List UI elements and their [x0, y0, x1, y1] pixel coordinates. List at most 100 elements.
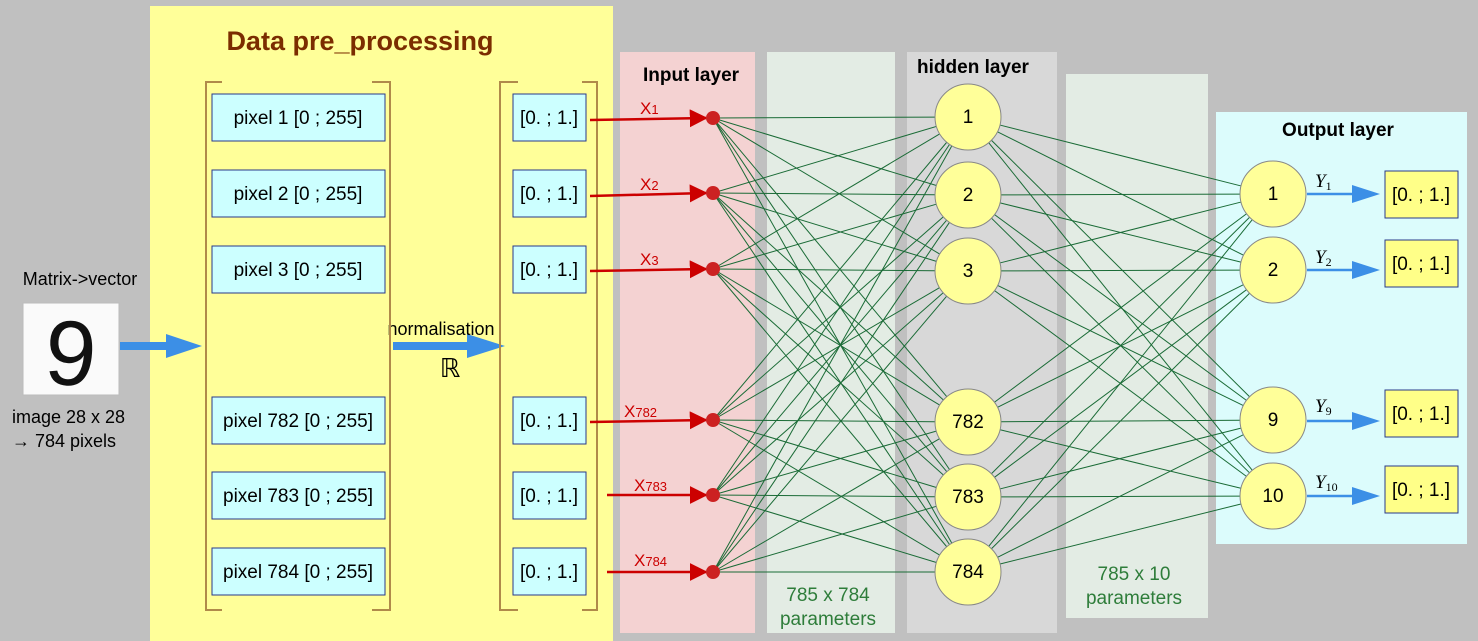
- svg-text:9: 9: [1268, 410, 1279, 431]
- preprocessing-title: Data pre_processing: [226, 26, 493, 56]
- svg-text:pixel 2 [0 ; 255]: pixel 2 [0 ; 255]: [234, 184, 363, 205]
- weights-1-line-2: parameters: [780, 609, 876, 630]
- hidden-output-edge: [991, 292, 1250, 550]
- svg-text:pixel 3 [0 ; 255]: pixel 3 [0 ; 255]: [234, 260, 363, 281]
- input-arrow-x3: X3: [589, 250, 720, 279]
- svg-text:pixel 1 [0 ; 255]: pixel 1 [0 ; 255]: [234, 108, 363, 129]
- normalisation-label: normalisation: [387, 319, 494, 339]
- input-hidden-edge: [712, 117, 950, 470]
- input-layer-title: Input layer: [643, 65, 740, 86]
- output-box: [1384, 465, 1459, 514]
- hidden-output-edge: [999, 503, 1242, 565]
- normalized-box: [0. ; 1.]: [512, 169, 587, 218]
- digit-image: [22, 302, 120, 396]
- svg-text:[0. ; 1.]: [0. ; 1.]: [520, 184, 578, 205]
- normalized-box: [0. ; 1.]: [512, 396, 587, 445]
- svg-text:X2: X2: [640, 175, 659, 194]
- hidden-output-edge: [999, 427, 1242, 490]
- input-arrow-x784: X784: [607, 551, 720, 581]
- hidden-output-edge: [999, 124, 1242, 187]
- svg-text:Y2: Y2: [1315, 247, 1332, 269]
- svg-text:2: 2: [963, 185, 974, 206]
- input-hidden-edge: [712, 419, 940, 556]
- input-hidden-edge: [712, 116, 936, 119]
- svg-text:X784: X784: [634, 551, 667, 570]
- svg-text:10: 10: [1262, 486, 1283, 507]
- normalized-box: [0. ; 1.]: [512, 245, 587, 294]
- real-number-symbol: ℝ: [440, 353, 461, 383]
- input-layer-panel: [620, 52, 755, 633]
- input-hidden-edge: [712, 192, 944, 401]
- hidden-output-edge: [994, 213, 1247, 403]
- svg-text:pixel 782 [0 ; 255]: pixel 782 [0 ; 255]: [223, 411, 373, 432]
- input-hidden-edge: [712, 222, 950, 573]
- pixel-bracket-right: [372, 81, 391, 611]
- hidden-output-edge: [991, 139, 1250, 398]
- image-caption-line-1: image 28 x 28: [12, 407, 125, 427]
- digit-glyph: 9: [42, 301, 100, 406]
- input-node: [706, 413, 720, 427]
- input-hidden-edge: [712, 419, 937, 488]
- input-hidden-edge: [712, 117, 940, 255]
- output-arrow-y1: Y1 [0. ; 1.]: [1307, 170, 1459, 219]
- input-node: [706, 565, 720, 579]
- input-hidden-edge: [712, 117, 937, 186]
- input-hidden-edge: [712, 505, 937, 573]
- input-hidden-edge: [712, 144, 950, 496]
- pixel-box: pixel 784 [0 ; 255]: [211, 547, 386, 596]
- svg-text:783: 783: [952, 487, 984, 508]
- hidden-node: 1: [934, 83, 1002, 151]
- input-node: [706, 488, 720, 502]
- input-hidden-edge: [712, 295, 948, 573]
- input-hidden-edge: [712, 133, 940, 270]
- input-hidden-edge: [712, 219, 948, 496]
- svg-text:[0. ; 1.]: [0. ; 1.]: [520, 486, 578, 507]
- svg-text:Y10: Y10: [1315, 472, 1338, 494]
- svg-text:X782: X782: [624, 402, 657, 421]
- input-hidden-edge: [712, 192, 948, 473]
- svg-text:2: 2: [1268, 260, 1279, 281]
- svg-text:3: 3: [963, 261, 974, 282]
- input-hidden-edge: [712, 268, 944, 476]
- output-layer-title: Output layer: [1282, 120, 1395, 141]
- normalized-box: [0. ; 1.]: [512, 547, 587, 596]
- hidden-node: 784: [934, 538, 1002, 606]
- input-hidden-edge: [712, 268, 940, 406]
- normalisation-arrow: [393, 334, 505, 358]
- svg-text:Y1: Y1: [1315, 171, 1332, 193]
- normalized-box: [0. ; 1.]: [512, 93, 587, 142]
- svg-text:784: 784: [952, 562, 984, 583]
- hidden-output-edge: [997, 434, 1244, 558]
- normalized-bracket-left: [499, 81, 518, 611]
- output-arrow-y2: Y2 [0. ; 1.]: [1307, 239, 1459, 288]
- hidden-node: 3: [934, 237, 1002, 305]
- input-node: [706, 111, 720, 125]
- pixel-bracket-left: [205, 81, 222, 611]
- svg-text:Y9: Y9: [1315, 396, 1332, 418]
- input-hidden-edge: [712, 268, 936, 272]
- output-node: 9: [1239, 386, 1307, 454]
- input-arrow-x783: X783: [607, 476, 720, 504]
- input-arrow-x2: X2: [589, 175, 720, 203]
- weights-2-line-1: 785 x 10: [1098, 564, 1171, 585]
- input-hidden-edge: [712, 216, 944, 421]
- hidden-layer-title: hidden layer: [917, 57, 1030, 78]
- weights-1-line-1: 785 x 784: [786, 585, 870, 606]
- input-hidden-edge: [712, 287, 940, 421]
- input-hidden-edge: [712, 419, 936, 423]
- svg-text:pixel 784 [0 ; 255]: pixel 784 [0 ; 255]: [223, 562, 373, 583]
- svg-text:pixel 783 [0 ; 255]: pixel 783 [0 ; 255]: [223, 486, 373, 507]
- input-hidden-edge: [712, 125, 937, 194]
- output-box: [1384, 239, 1459, 288]
- svg-text:782: 782: [952, 412, 984, 433]
- output-box: [1384, 389, 1459, 438]
- input-arrow-x1: X1: [589, 99, 720, 128]
- image-caption-line-2: → 784 pixels: [12, 431, 116, 451]
- weights-1-panel: [767, 52, 895, 633]
- svg-text:X783: X783: [634, 476, 667, 495]
- normalized-box: [0. ; 1.]: [512, 471, 587, 520]
- pixel-box: pixel 1 [0 ; 255]: [211, 93, 386, 142]
- input-hidden-edge: [712, 117, 953, 544]
- svg-text:[0. ; 1.]: [0. ; 1.]: [1392, 480, 1450, 501]
